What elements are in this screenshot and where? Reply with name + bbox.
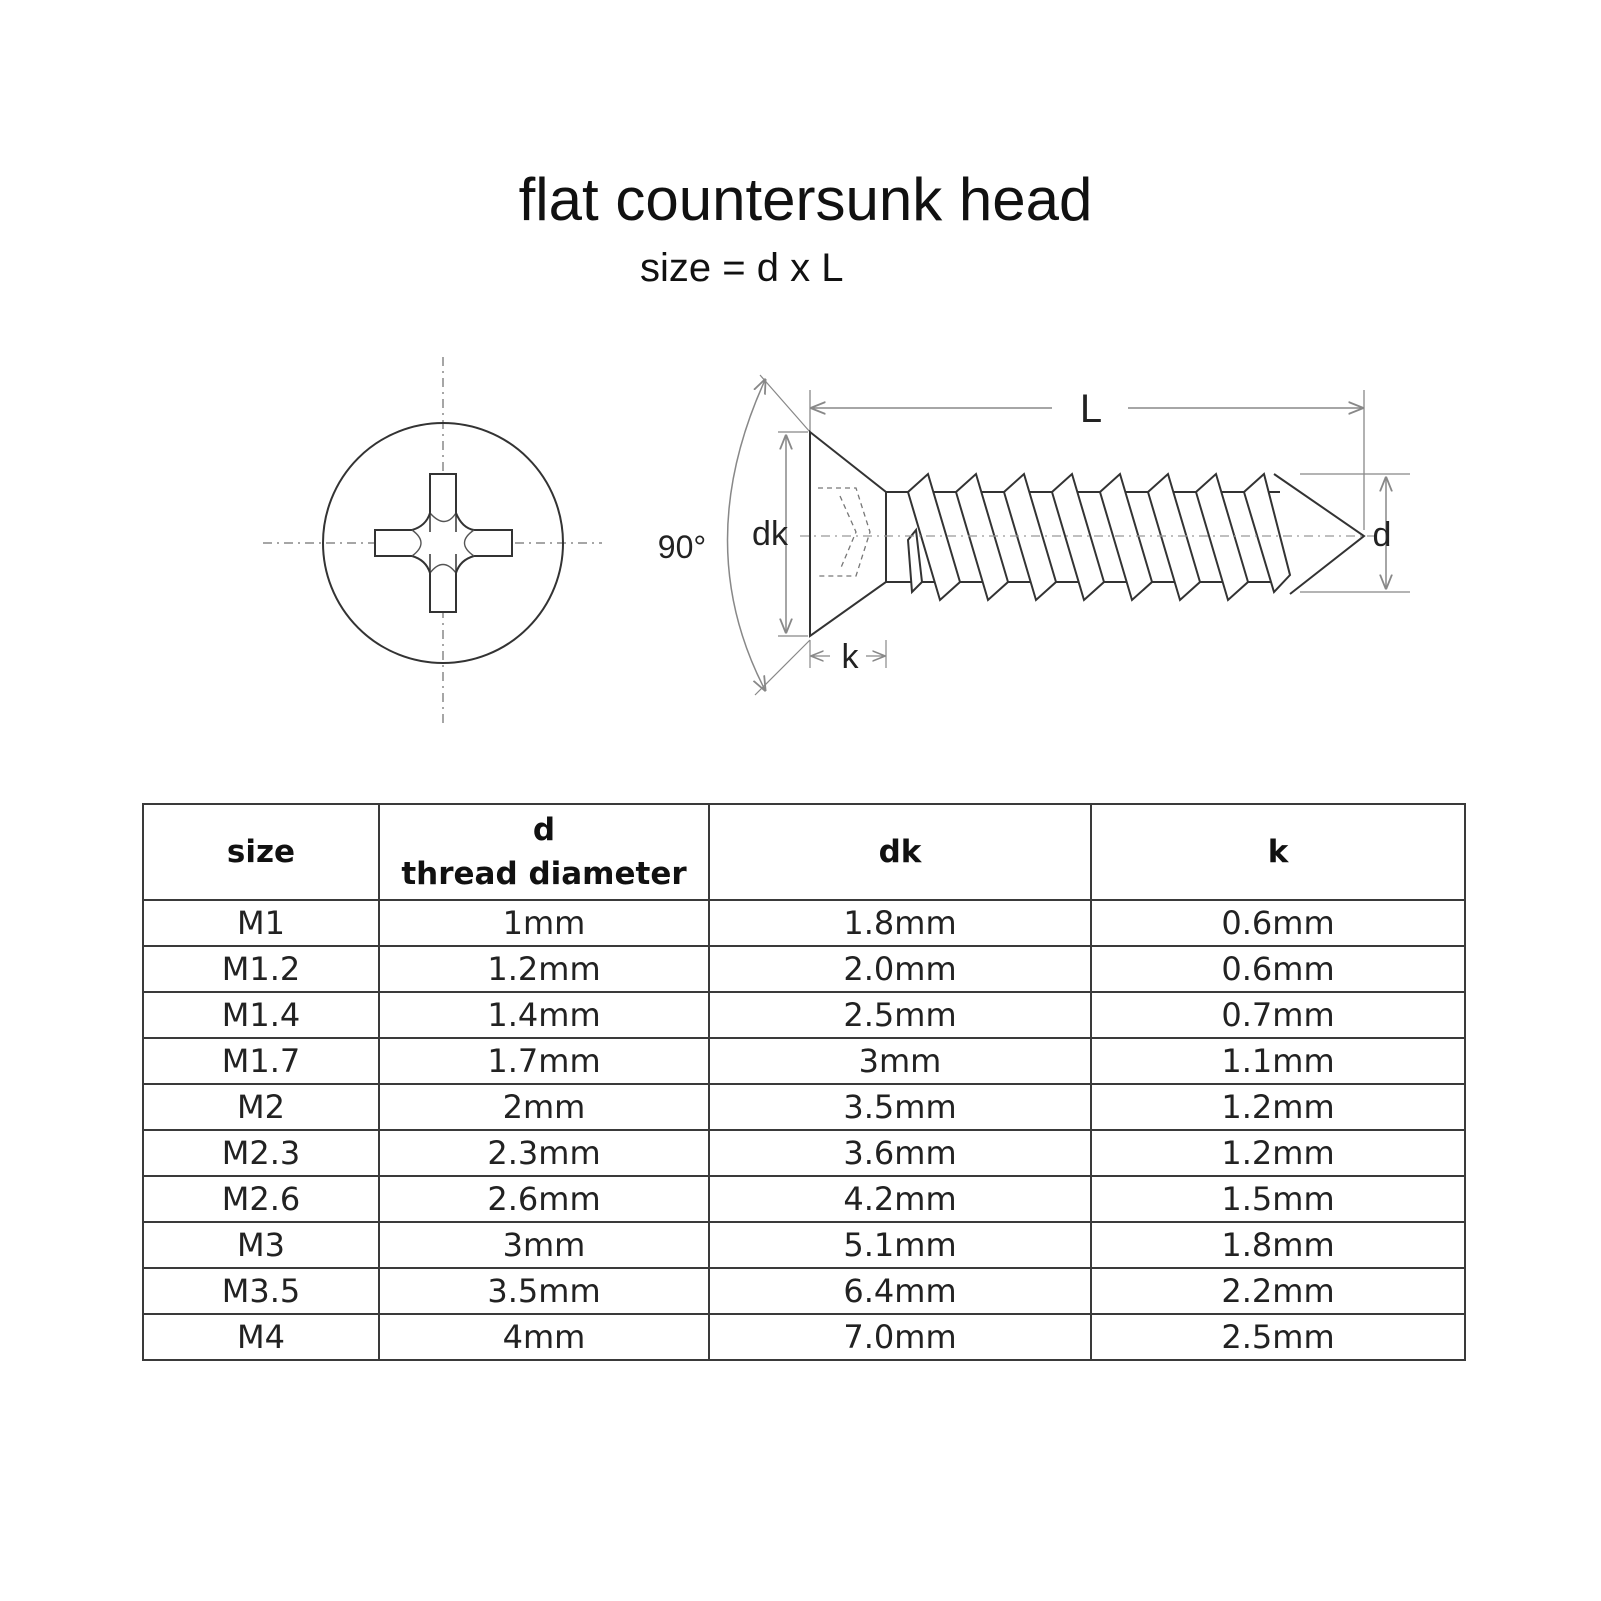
- recess-inner-curves: [411, 512, 475, 574]
- page-title: flat countersunk head: [518, 166, 1093, 233]
- table-header-row: size d thread diameter dk k: [142, 803, 1466, 901]
- table-row: M1 1mm 1.8mm 0.6mm: [142, 899, 1466, 947]
- cell-d: 2.3mm: [378, 1129, 710, 1177]
- cell-dk: 4.2mm: [708, 1175, 1092, 1223]
- cell-size: M1.2: [142, 945, 380, 993]
- cell-k: 1.2mm: [1090, 1083, 1466, 1131]
- header-d: d thread diameter: [378, 803, 710, 901]
- screw-tip: [1273, 473, 1366, 595]
- table-row: M1.7 1.7mm 3mm 1.1mm: [142, 1037, 1466, 1085]
- table-row: M2.3 2.3mm 3.6mm 1.2mm: [142, 1129, 1466, 1177]
- header-d-name: thread diameter: [401, 856, 687, 892]
- size-spec-table: size d thread diameter dk k M1 1mm 1.8mm…: [142, 803, 1466, 1361]
- cell-size: M1.4: [142, 991, 380, 1039]
- cell-k: 1.2mm: [1090, 1129, 1466, 1177]
- countersunk-head: [809, 429, 887, 638]
- cell-d: 3.5mm: [378, 1267, 710, 1315]
- cell-d: 1.7mm: [378, 1037, 710, 1085]
- cell-d: 4mm: [378, 1313, 710, 1361]
- table-row: M4 4mm 7.0mm 2.5mm: [142, 1313, 1466, 1361]
- table-row: M1.2 1.2mm 2.0mm 0.6mm: [142, 945, 1466, 993]
- screw-side-view: L 90° dk: [658, 374, 1410, 696]
- cell-size: M1: [142, 899, 380, 947]
- cell-dk: 3mm: [708, 1037, 1092, 1085]
- table-row: M3 3mm 5.1mm 1.8mm: [142, 1221, 1466, 1269]
- cell-dk: 7.0mm: [708, 1313, 1092, 1361]
- cell-dk: 3.6mm: [708, 1129, 1092, 1177]
- cell-dk: 3.5mm: [708, 1083, 1092, 1131]
- cell-k: 0.6mm: [1090, 945, 1466, 993]
- cell-k: 1.8mm: [1090, 1221, 1466, 1269]
- cell-d: 3mm: [378, 1221, 710, 1269]
- cell-d: 1mm: [378, 899, 710, 947]
- cell-size: M2.3: [142, 1129, 380, 1177]
- screw-drawing: L 90° dk: [263, 357, 1410, 727]
- cell-d: 2.6mm: [378, 1175, 710, 1223]
- label-k: k: [842, 638, 860, 676]
- head-outline-circle: [322, 422, 564, 664]
- header-d-symbol: d: [532, 812, 556, 848]
- label-angle: 90°: [658, 529, 706, 565]
- phillips-cross-recess: [374, 473, 513, 613]
- cell-k: 2.5mm: [1090, 1313, 1466, 1361]
- cell-size: M1.7: [142, 1037, 380, 1085]
- cell-dk: 5.1mm: [708, 1221, 1092, 1269]
- cell-k: 1.5mm: [1090, 1175, 1466, 1223]
- header-k: k: [1090, 803, 1466, 901]
- header-size: size: [142, 803, 380, 901]
- page-subtitle: size = d x L: [640, 246, 844, 290]
- cell-k: 1.1mm: [1090, 1037, 1466, 1085]
- label-dk: dk: [752, 515, 789, 553]
- cell-k: 0.7mm: [1090, 991, 1466, 1039]
- label-d: d: [1373, 516, 1392, 554]
- cell-d: 1.4mm: [378, 991, 710, 1039]
- recess-hidden-lines: [818, 487, 871, 577]
- cell-size: M2: [142, 1083, 380, 1131]
- cell-dk: 6.4mm: [708, 1267, 1092, 1315]
- table-row: M1.4 1.4mm 2.5mm 0.7mm: [142, 991, 1466, 1039]
- cell-d: 1.2mm: [378, 945, 710, 993]
- table-row: M2.6 2.6mm 4.2mm 1.5mm: [142, 1175, 1466, 1223]
- head-top-view: [263, 357, 602, 727]
- cell-size: M2.6: [142, 1175, 380, 1223]
- cell-size: M3: [142, 1221, 380, 1269]
- cell-k: 0.6mm: [1090, 899, 1466, 947]
- header-dk: dk: [708, 803, 1092, 901]
- angle-arc: [726, 380, 766, 690]
- label-L: L: [1080, 387, 1102, 431]
- cell-size: M4: [142, 1313, 380, 1361]
- cell-size: M3.5: [142, 1267, 380, 1315]
- cell-k: 2.2mm: [1090, 1267, 1466, 1315]
- cell-dk: 2.5mm: [708, 991, 1092, 1039]
- table-row: M3.5 3.5mm 6.4mm 2.2mm: [142, 1267, 1466, 1315]
- thread-pattern: [906, 472, 1292, 602]
- cell-dk: 1.8mm: [708, 899, 1092, 947]
- cell-d: 2mm: [378, 1083, 710, 1131]
- cell-dk: 2.0mm: [708, 945, 1092, 993]
- table-row: M2 2mm 3.5mm 1.2mm: [142, 1083, 1466, 1131]
